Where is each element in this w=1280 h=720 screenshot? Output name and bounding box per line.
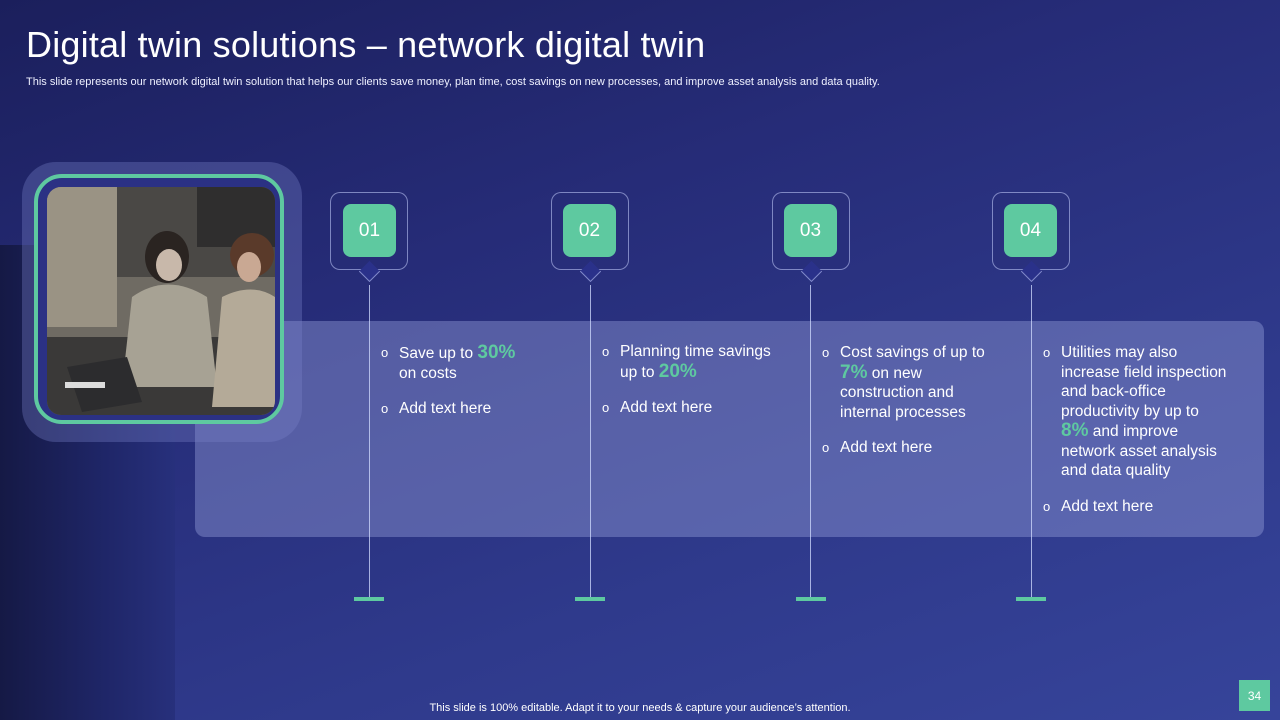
item-text: Planning time savings up to <box>620 343 771 381</box>
footer-note: This slide is 100% editable. Adapt it to… <box>429 702 851 714</box>
content-band <box>195 321 1264 537</box>
timeline-foot-04 <box>1016 597 1046 601</box>
list-item: o Add text here <box>602 398 772 418</box>
highlight-value: 30% <box>477 342 516 363</box>
bullet-icon: o <box>602 344 610 359</box>
item-text: Add text here <box>399 400 492 417</box>
list-item: o Utilities may also increase field insp… <box>1043 343 1228 481</box>
bullet-icon: o <box>602 400 610 415</box>
item-text-post: and improve network asset analysis and d… <box>1061 423 1217 479</box>
step-badge-02: 02 <box>563 204 616 257</box>
step-text-04: o Utilities may also increase field insp… <box>1043 343 1228 532</box>
highlight-value: 7% <box>840 361 868 383</box>
step-badge-04: 04 <box>1004 204 1057 257</box>
step-text-03: o Cost savings of up to 7% on new constr… <box>822 343 1002 474</box>
bullet-icon: o <box>381 345 389 360</box>
step-badge-03: 03 <box>784 204 837 257</box>
step-text-02: o Planning time savings up to 20% o Add … <box>602 342 772 434</box>
list-item: o Add text here <box>1043 497 1228 517</box>
bullet-icon: o <box>1043 345 1051 360</box>
list-item: o Planning time savings up to 20% <box>602 342 772 382</box>
timeline-line-03 <box>810 285 811 598</box>
list-item: o Cost savings of up to 7% on new constr… <box>822 343 1002 422</box>
item-text: Cost savings of up to <box>840 344 985 361</box>
item-text: Save up to <box>399 345 478 362</box>
timeline-line-02 <box>590 285 591 598</box>
bullet-icon: o <box>822 345 830 360</box>
timeline-foot-01 <box>354 597 384 601</box>
step-text-01: o Save up to 30% on costs o Add text her… <box>381 343 531 435</box>
team-photo-illustration <box>47 187 275 415</box>
item-text-post: on costs <box>399 364 457 382</box>
team-photo <box>47 187 275 415</box>
list-item: o Add text here <box>822 438 1002 458</box>
list-item: o Add text here <box>381 399 531 419</box>
item-text: Add text here <box>840 439 933 456</box>
timeline-foot-03 <box>796 597 826 601</box>
item-text: Add text here <box>620 399 713 416</box>
page-number: 34 <box>1239 680 1270 711</box>
timeline-line-04 <box>1031 285 1032 598</box>
item-text: Add text here <box>1061 497 1154 515</box>
list-item: o Save up to 30% on costs <box>381 343 531 383</box>
step-badge-01: 01 <box>343 204 396 257</box>
bullet-icon: o <box>381 401 389 416</box>
item-text: Utilities may also increase field inspec… <box>1061 344 1227 420</box>
slide-subtitle: This slide represents our network digita… <box>26 76 880 88</box>
timeline-foot-02 <box>575 597 605 601</box>
bullet-icon: o <box>1043 498 1051 514</box>
highlight-value: 8% <box>1061 420 1089 441</box>
bullet-icon: o <box>822 440 830 455</box>
highlight-value: 20% <box>658 360 697 382</box>
timeline-line-01 <box>369 285 370 598</box>
item-text-post: on new construction and internal process… <box>840 364 966 421</box>
slide-title: Digital twin solutions – network digital… <box>26 24 706 65</box>
